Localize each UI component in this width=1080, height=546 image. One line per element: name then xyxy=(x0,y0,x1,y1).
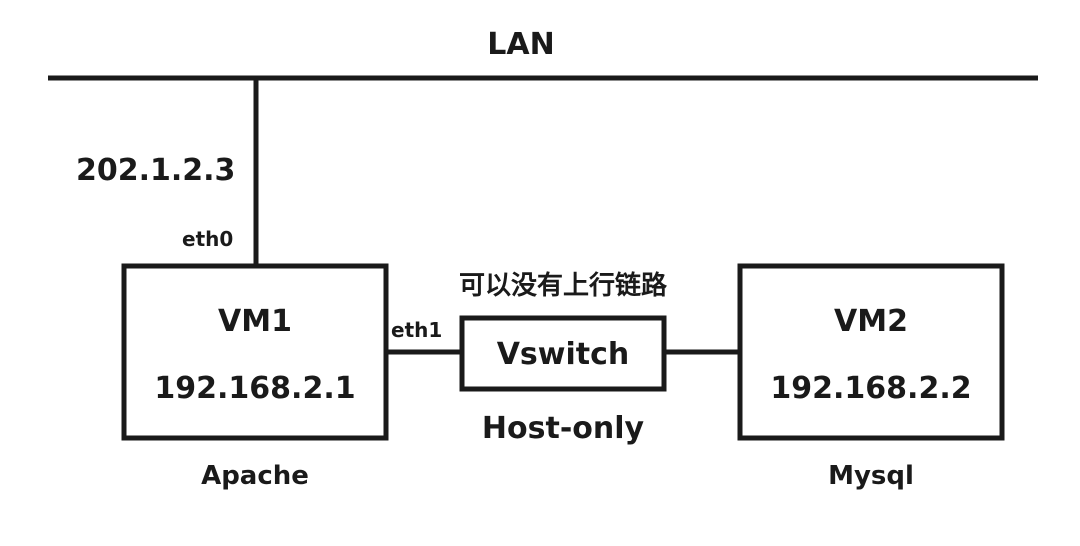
vswitch-box xyxy=(459,315,667,392)
vm2-box xyxy=(737,263,1005,441)
vm2-ip: 192.168.2.2 xyxy=(770,371,971,406)
vswitch-name: Vswitch xyxy=(497,337,630,372)
vm1-service-label: Apache xyxy=(201,461,309,491)
vm1-name: VM1 xyxy=(218,304,292,339)
public-ip-label: 202.1.2.3 xyxy=(76,153,235,188)
eth0-label: eth0 xyxy=(182,227,233,251)
vm2-name: VM2 xyxy=(834,304,908,339)
vswitch-note: 可以没有上行链路 xyxy=(459,270,668,301)
eth1-label: eth1 xyxy=(391,318,442,342)
vswitch-mode-label: Host-only xyxy=(482,411,645,446)
vm1-box xyxy=(121,263,389,441)
lan-label: LAN xyxy=(487,27,554,62)
vm2-service-label: Mysql xyxy=(828,461,914,491)
vm1-ip: 192.168.2.1 xyxy=(154,371,355,406)
